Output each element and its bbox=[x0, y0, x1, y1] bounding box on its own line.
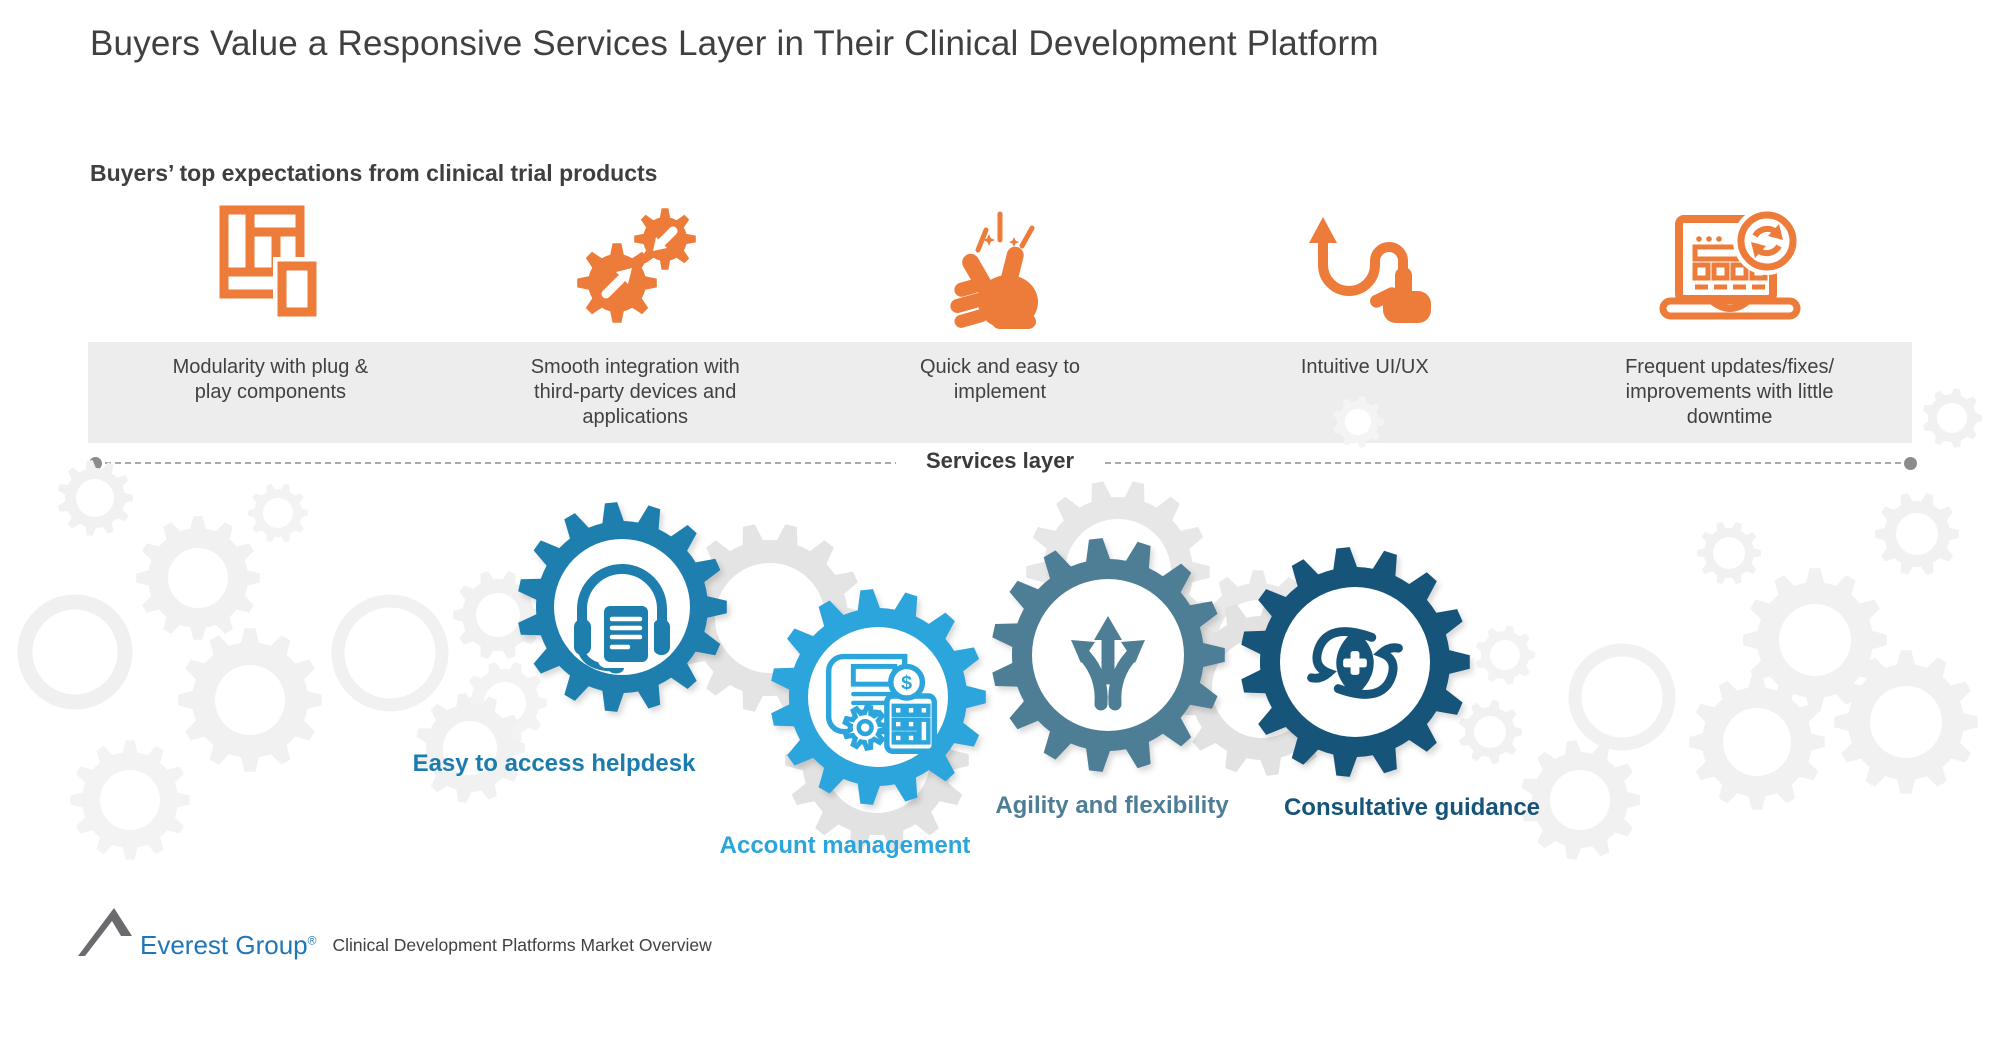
registered-mark: ® bbox=[307, 933, 317, 948]
gear-easy-helpdesk bbox=[518, 502, 727, 712]
expectation-label: Frequent updates/fixes/ improvements wit… bbox=[1625, 356, 1835, 428]
service-label-consultative-guidance: Consultative guidance bbox=[1283, 794, 1541, 821]
consultative-guidance-icon bbox=[1307, 627, 1403, 699]
expectation-label: Intuitive UI/UX bbox=[1300, 356, 1429, 378]
expectation-item bbox=[1182, 194, 1547, 332]
gear-agility-flexibility bbox=[992, 538, 1225, 772]
footer-caption: Clinical Development Platforms Market Ov… bbox=[332, 935, 712, 955]
expectation-label: Modularity with plug & play components bbox=[172, 356, 369, 403]
footer: Everest Group® Clinical Development Plat… bbox=[76, 906, 712, 958]
expectation-label: Quick and easy to implement bbox=[919, 356, 1081, 403]
branching-arrows-icon bbox=[1071, 616, 1145, 711]
divider-end-dot-left bbox=[89, 457, 102, 470]
expectation-item bbox=[1547, 194, 1912, 332]
expectation-label: Smooth integration with third-party devi… bbox=[530, 356, 740, 428]
expectation-item bbox=[818, 194, 1183, 332]
integration-gears-icon bbox=[577, 208, 696, 323]
gear-account-management bbox=[771, 589, 986, 805]
expectation-cell: Intuitive UI/UX bbox=[1182, 342, 1547, 443]
brand-name: Everest Group® bbox=[140, 930, 317, 960]
expectation-item bbox=[88, 194, 453, 332]
svg-text:$: $ bbox=[901, 672, 912, 694]
laptop-refresh-icon bbox=[1659, 207, 1801, 320]
expectation-item bbox=[453, 194, 818, 332]
expectations-heading: Buyers’ top expectations from clinical t… bbox=[90, 160, 658, 186]
modularity-blocks-icon bbox=[219, 205, 323, 322]
expectation-cell: Frequent updates/fixes/ improvements wit… bbox=[1547, 342, 1912, 443]
services-layer-label: Services layer bbox=[895, 445, 1105, 477]
service-label-agility-flexibility: Agility and flexibility bbox=[995, 792, 1229, 819]
helpdesk-headset-icon bbox=[574, 564, 670, 674]
divider-end-dot-right bbox=[1904, 457, 1917, 470]
page-title: Buyers Value a Responsive Services Layer… bbox=[90, 24, 1379, 63]
expectation-cell: Quick and easy to implement bbox=[818, 342, 1183, 443]
everest-group-logo-mountain-icon bbox=[78, 908, 132, 956]
swipe-gesture-icon bbox=[1308, 217, 1431, 323]
snap-fingers-icon bbox=[950, 211, 1038, 329]
account-invoice-calculator-icon: $ bbox=[825, 653, 937, 754]
service-label-easy-helpdesk: Easy to access helpdesk bbox=[412, 750, 696, 777]
expectations-icon-row bbox=[88, 194, 1912, 332]
expectations-band: Modularity with plug & play components S… bbox=[88, 342, 1912, 443]
gear-consultative-guidance bbox=[1241, 547, 1470, 777]
expectation-cell: Modularity with plug & play components bbox=[88, 342, 453, 443]
expectation-cell: Smooth integration with third-party devi… bbox=[453, 342, 818, 443]
service-label-account-management: Account management bbox=[719, 832, 971, 859]
